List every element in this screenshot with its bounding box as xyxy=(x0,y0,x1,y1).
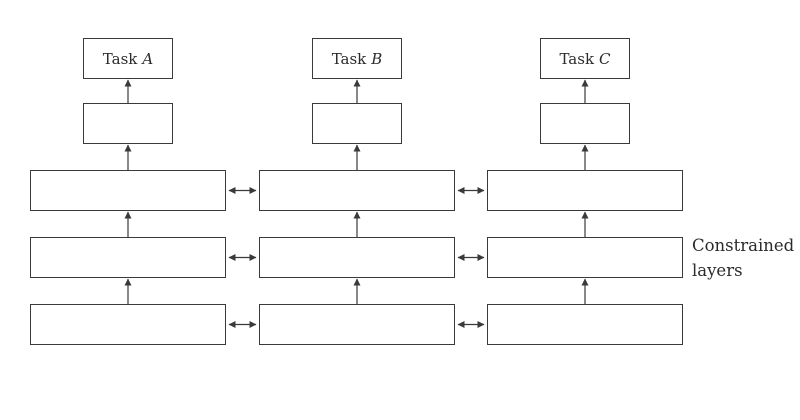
constrained-layer-row3-b xyxy=(259,304,455,345)
constrained-layer-row2-b xyxy=(259,237,455,278)
constrained-layer-row2-c xyxy=(487,237,683,278)
constrained-layer-row1-c xyxy=(487,170,683,211)
constrained-layer-row3-a xyxy=(30,304,226,345)
head-box-c xyxy=(540,103,630,144)
constrained-layers-label-line2: layers xyxy=(692,261,743,280)
constrained-layer-row3-c xyxy=(487,304,683,345)
constrained-layers-label-line1: Constrained xyxy=(692,236,795,255)
constrained-layers-label: Constrained layers xyxy=(692,233,794,283)
constrained-layer-row1-a xyxy=(30,170,226,211)
constrained-layer-row1-b xyxy=(259,170,455,211)
head-box-a xyxy=(83,103,173,144)
head-box-b xyxy=(312,103,402,144)
constrained-layer-row2-a xyxy=(30,237,226,278)
